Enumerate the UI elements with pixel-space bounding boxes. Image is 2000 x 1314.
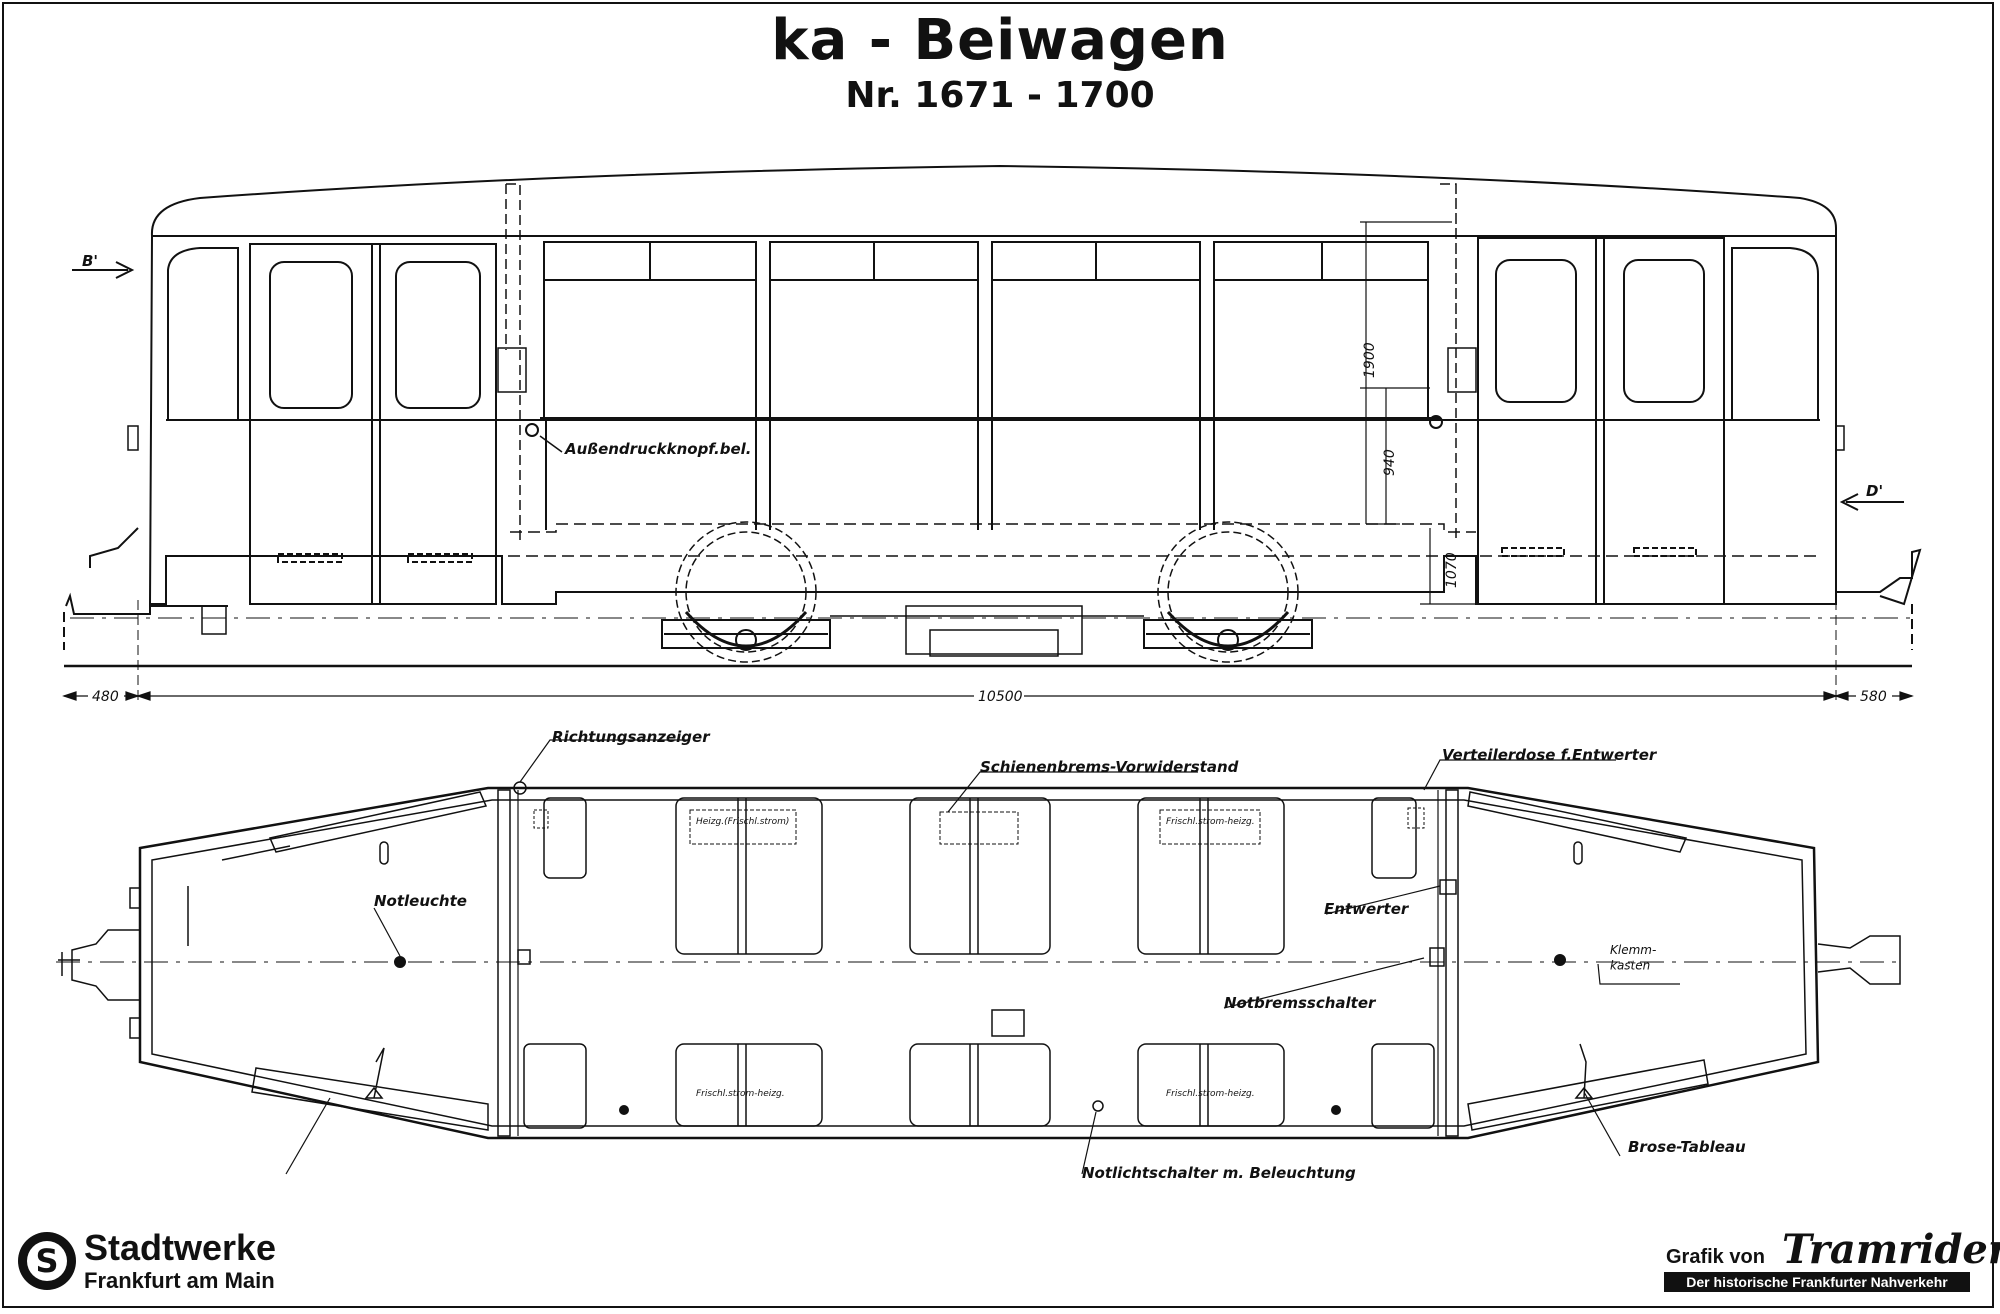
validator-marker — [1439, 879, 1457, 895]
plan-view: Heizg.(Frischl.strom) Frischl.strom-heiz… — [56, 728, 1901, 1182]
arrow-b-label: B' — [82, 252, 98, 270]
seat-label-2: Frischl.strom-heizg. — [1166, 817, 1255, 827]
label-emergency-light: Notleuchte — [374, 892, 467, 910]
arrow-d — [1839, 493, 1904, 511]
seat-label-3: Frischl.strom-heizg. — [696, 1089, 785, 1099]
terminal-box-marker — [1554, 954, 1566, 966]
push-button-right — [1429, 415, 1443, 429]
label-push-button: Außendruckknopf.bel. — [564, 440, 751, 458]
label-validator: Entwerter — [1324, 900, 1410, 918]
plan-outline — [138, 786, 1820, 1140]
dim-10500: 10500 — [978, 689, 1023, 705]
right-end-window — [1731, 247, 1819, 421]
page-title: ka - Beiwagen — [771, 8, 1229, 73]
emergency-brake-switch-marker — [1429, 947, 1445, 967]
credit-tagline: Der historische Frankfurter Nahverkehr — [1664, 1272, 1970, 1292]
stadtwerke-logo: S Stadtwerke Frankfurt am Main — [18, 1228, 318, 1298]
seats-top-row — [543, 797, 1417, 955]
operator-city: Frankfurt am Main — [84, 1268, 275, 1293]
car-roof — [150, 164, 1837, 237]
coupler-plan-left — [58, 887, 141, 1039]
label-emergency-brake-switch: Notbremsschalter — [1224, 994, 1377, 1012]
coupler-plan-right — [1817, 935, 1901, 985]
stadtwerke-emblem-icon: S — [18, 1232, 76, 1290]
height-dimensions — [1360, 221, 1476, 605]
seat-label-4: Frischl.strom-heizg. — [1166, 1089, 1255, 1099]
label-brose-panel: Brose-Tableau — [1628, 1138, 1746, 1156]
floor-hatch — [991, 1009, 1025, 1037]
coupler-left — [63, 527, 228, 650]
operator-name: Stadtwerke — [84, 1227, 277, 1268]
brose-panel-right — [1467, 1059, 1709, 1131]
left-end-window — [167, 247, 239, 421]
left-door-window-2 — [395, 261, 481, 409]
dim-480: 480 — [92, 689, 119, 705]
credit-prefix: Grafik von — [1666, 1246, 1765, 1268]
end-panel-left-top — [268, 791, 488, 853]
arrow-d-label: D' — [1866, 482, 1883, 500]
right-door-frame — [1477, 237, 1725, 605]
push-button-left — [525, 423, 539, 437]
side-windows — [543, 241, 1429, 530]
emergency-light-marker — [394, 956, 406, 968]
seats-bottom-row — [523, 1043, 1435, 1129]
label-emergency-light-switch: Notlichtschalter m. Beleuchtung — [1082, 1164, 1356, 1182]
right-door-window-2 — [1623, 259, 1705, 403]
label-direction-indicator: Richtungsanzeiger — [552, 728, 711, 746]
left-door-window-1 — [269, 261, 353, 409]
right-door-window-1 — [1495, 259, 1577, 403]
dim-1900: 1900 — [1362, 342, 1378, 378]
page-subtitle: Nr. 1671 - 1700 — [845, 75, 1155, 116]
side-view: Außendruckknopf.bel. — [62, 164, 1922, 705]
label-terminal-box: Klemm-kasten — [1610, 943, 1656, 973]
credit-block: Grafik von Tramrider Der historische Fra… — [1664, 1228, 2000, 1296]
bogie-left — [661, 521, 831, 663]
label-distribution-box: Verteilerdose f.Entwerter — [1442, 746, 1658, 764]
brose-panel-left — [251, 1067, 489, 1131]
bogie-right — [1143, 521, 1313, 663]
seat-label-1: Heizg.(Frischl.strom) — [696, 817, 789, 827]
label-rail-brake-resistor: Schienenbrems-Vorwiderstand — [980, 758, 1239, 776]
underframe-box — [905, 605, 1083, 655]
emergency-light-switch-marker — [1092, 1100, 1104, 1112]
end-panel-right-top — [1467, 791, 1688, 853]
dim-580: 580 — [1860, 689, 1887, 705]
dim-1070: 1070 — [1444, 552, 1460, 588]
credit-brand: Tramrider — [1782, 1226, 2000, 1273]
dim-940: 940 — [1382, 449, 1398, 476]
arrow-b — [72, 261, 135, 279]
coupler-right — [1835, 425, 1922, 650]
